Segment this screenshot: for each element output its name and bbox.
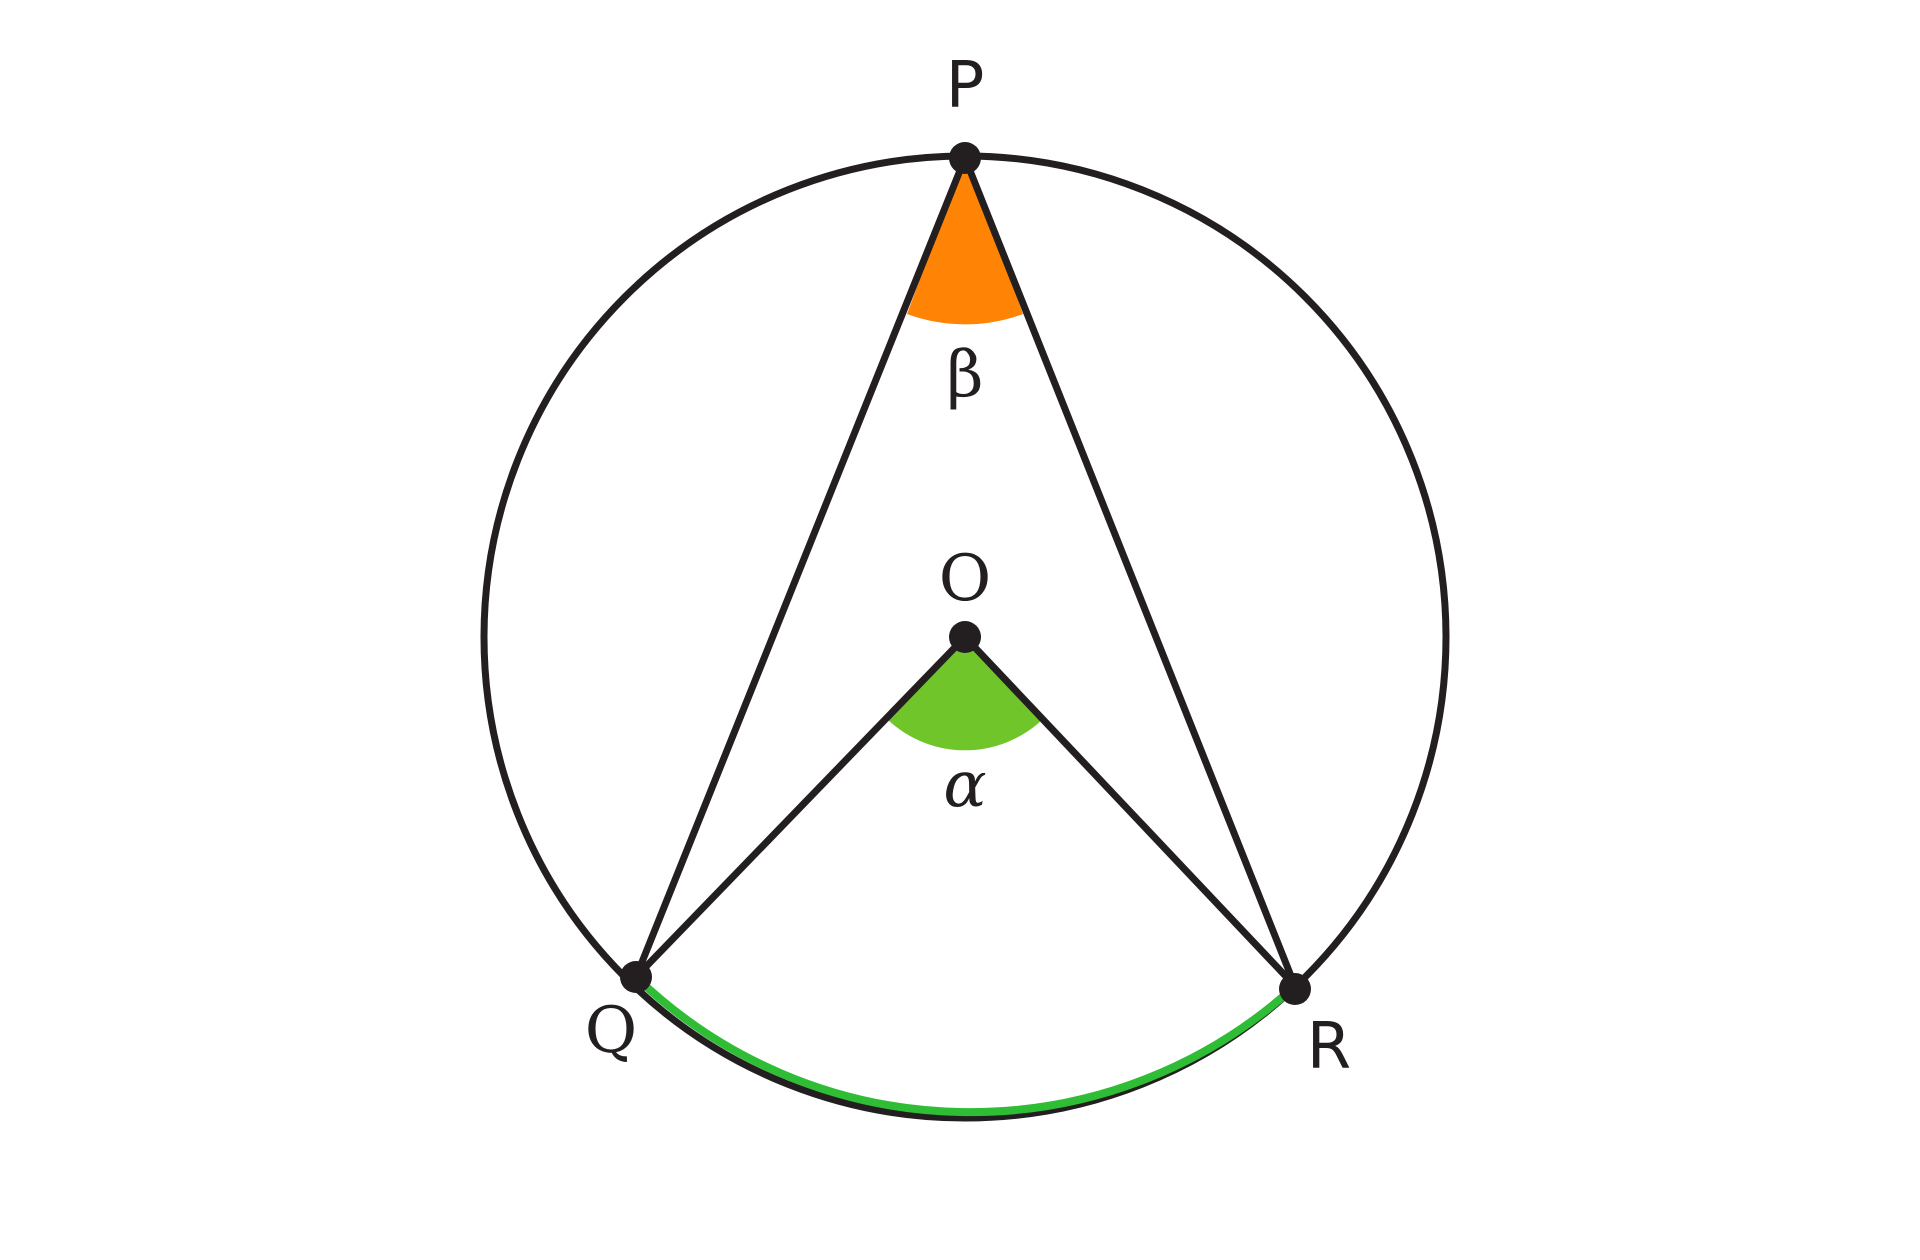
label-r: R [1307, 1010, 1351, 1084]
label-o: O [939, 542, 991, 616]
radius-or [961, 633, 1299, 990]
arc-qr [632, 973, 1299, 1117]
label-q: Q [585, 994, 637, 1068]
label-p: P [946, 49, 985, 123]
point-p-dot [949, 142, 981, 174]
central-angle-wedge [888, 637, 1042, 751]
point-o-dot [949, 621, 981, 653]
radius-oq [632, 633, 969, 981]
label-beta: β [947, 338, 984, 412]
label-alpha: α [943, 748, 986, 822]
chord-pq [632, 154, 969, 981]
point-q-dot [620, 961, 652, 993]
inscribed-angle-wedge [907, 158, 1023, 325]
chord-pr [961, 154, 1299, 990]
point-r-dot [1279, 973, 1311, 1005]
